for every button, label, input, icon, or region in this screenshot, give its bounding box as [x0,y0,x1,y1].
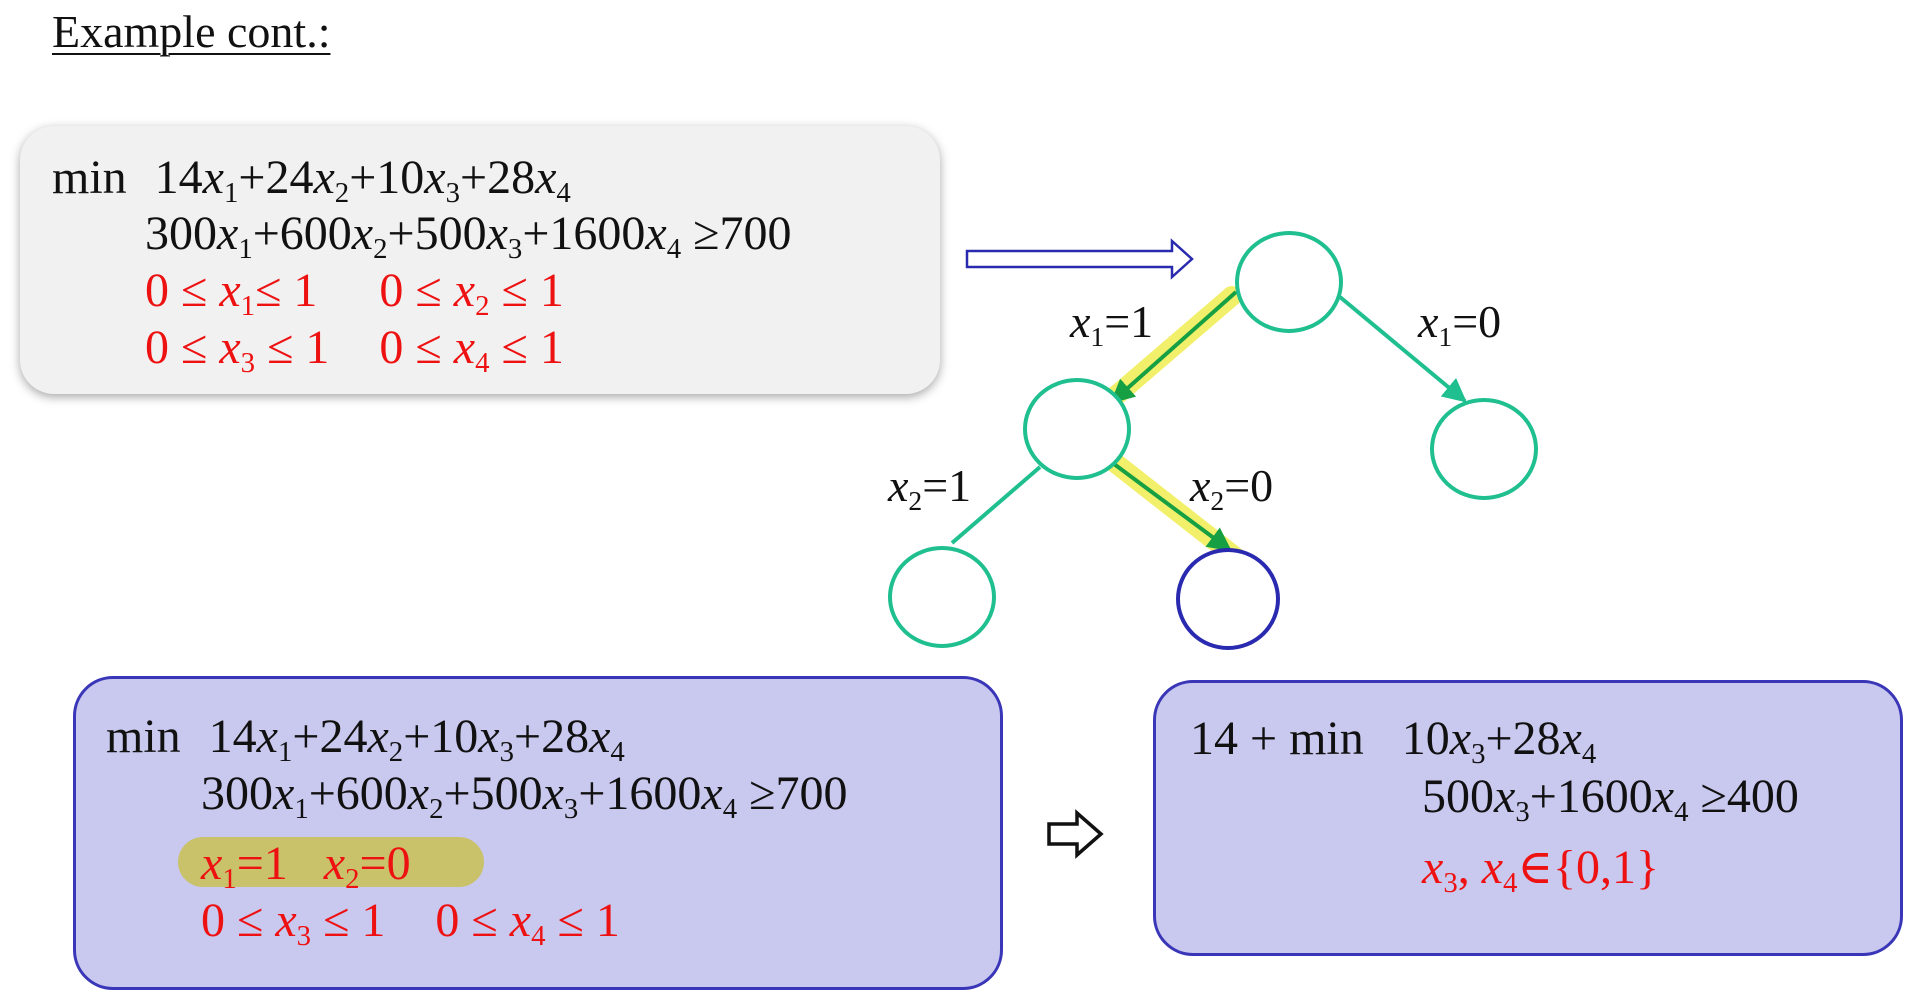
edge-label-x2-1: x2=1 [888,460,972,516]
subproblem-box [73,676,1003,990]
node-x2-0-selected [1176,548,1280,650]
edge-left-right [1108,459,1232,552]
edge-label-x1-0: x1=0 [1418,296,1502,352]
edge-label-x2-0: x2=0 [1190,460,1274,516]
slide-title: Example cont.: [52,6,331,57]
node-x2-1 [888,546,996,648]
constraint-row: 300x1+600x2+500x3+1600x4 ≥700 [145,207,792,266]
flow-arrow-icon [965,238,1194,280]
edge-label-x1-1: x1=1 [1070,296,1154,352]
root-node [1235,231,1343,333]
edge-root-right [1338,295,1467,403]
node-x1-0 [1430,398,1538,500]
fixed-vars-highlight [178,837,484,887]
reduced-domain-row: x3, x4∈{0,1} [1422,841,1660,900]
edge-root-left [1110,290,1238,404]
sub-constraint-row: 300x1+600x2+500x3+1600x4 ≥700 [201,767,848,826]
reduced-constraint-row: 500x3+1600x4 ≥400 [1422,770,1799,829]
edge-left-left [950,465,1042,545]
node-x1-1 [1023,378,1131,480]
implies-arrow-icon [1047,809,1104,859]
original-problem-box [20,126,940,394]
reduced-problem-box [1153,680,1903,956]
